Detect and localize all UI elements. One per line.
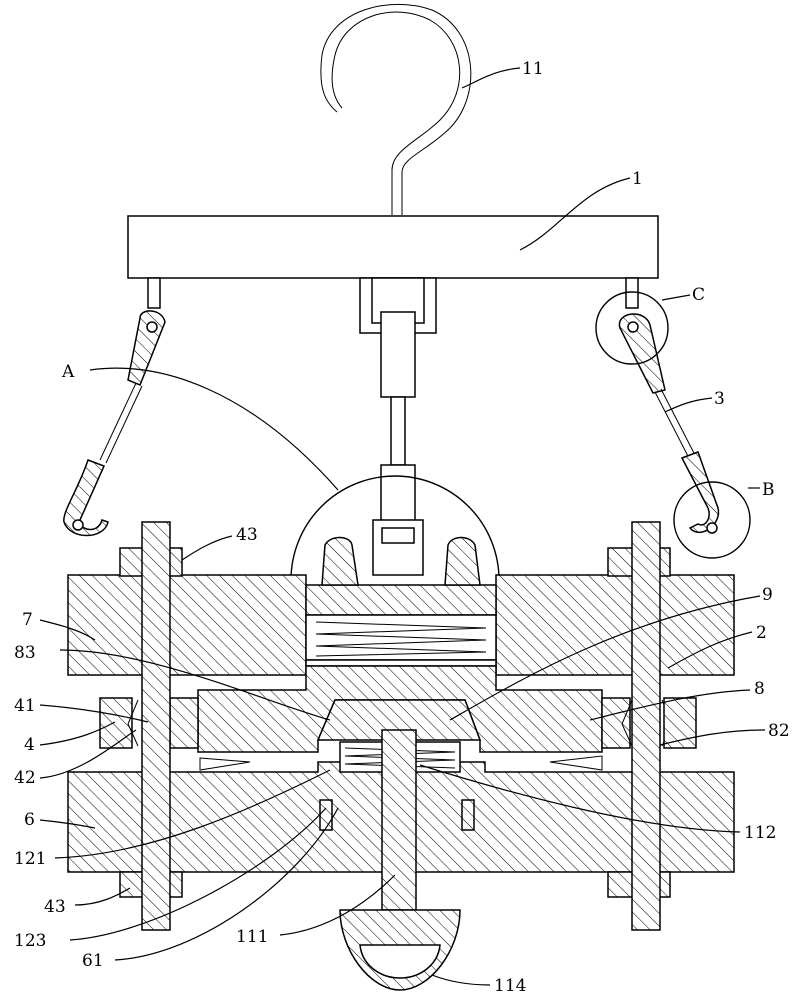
guide-rods [141, 521, 661, 931]
label-111: 111 [236, 927, 268, 947]
right-bushing [601, 697, 697, 749]
callout-B [673, 481, 751, 559]
labels: 11 1 C A 3 B 43 9 7 2 83 8 41 82 4 42 6 … [14, 59, 790, 996]
left-link [63, 310, 166, 537]
label-114: 114 [494, 976, 526, 996]
label-C: C [692, 285, 705, 305]
label-121: 121 [14, 849, 46, 869]
label-82: 82 [768, 721, 790, 741]
left-bushing [99, 697, 199, 749]
middle-block [197, 665, 603, 753]
crossbar [127, 215, 659, 279]
label-42: 42 [14, 768, 36, 788]
label-41: 41 [14, 696, 36, 716]
label-43-top: 43 [236, 525, 258, 545]
label-2: 2 [756, 623, 767, 643]
right-link [618, 313, 720, 534]
top-hook [320, 3, 472, 215]
central-rod [359, 277, 437, 576]
label-6: 6 [24, 810, 35, 830]
label-61: 61 [82, 951, 104, 971]
leader-lines [39, 67, 766, 986]
label-9: 9 [762, 585, 773, 605]
label-7: 7 [22, 610, 33, 630]
label-8: 8 [754, 679, 765, 699]
callout-C [595, 291, 669, 365]
label-11: 11 [522, 59, 544, 79]
label-123: 123 [14, 931, 46, 951]
label-B: B [762, 480, 775, 500]
label-A: A [61, 362, 75, 382]
label-1: 1 [632, 169, 643, 189]
label-4: 4 [24, 735, 35, 755]
wedges [199, 755, 603, 771]
label-83: 83 [14, 643, 36, 663]
label-112: 112 [744, 823, 776, 843]
label-43-bottom: 43 [44, 897, 66, 917]
label-3: 3 [714, 389, 725, 409]
upper-center-block [305, 536, 497, 667]
center-shaft [339, 729, 461, 991]
